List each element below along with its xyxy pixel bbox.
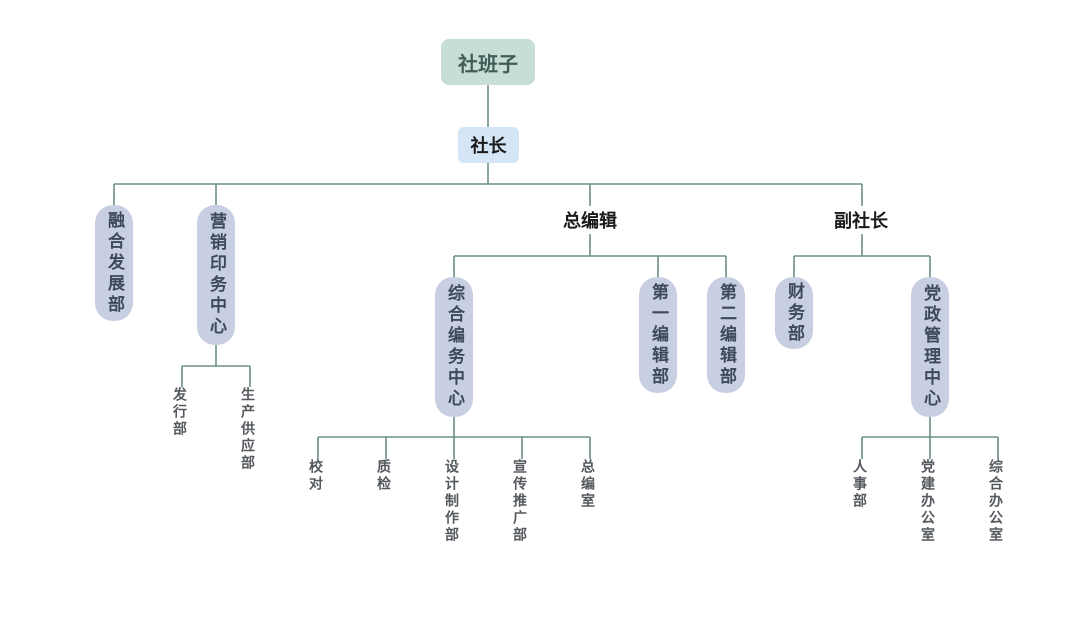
quality-inspection-dept: 质检 [375,459,391,493]
party-building-office: 党建办公室 [919,459,935,544]
distribution-dept: 发行部 [171,387,187,438]
first-editorial-dept: 第一编辑部 [639,277,677,393]
chief-editor-office: 总编室 [579,459,595,510]
general-admin-office: 综合办公室 [987,459,1003,544]
general-editorial-center: 综合编务中心 [435,277,473,417]
party-admin-center: 党政管理中心 [911,277,949,417]
proofreading-dept: 校对 [307,459,323,493]
marketing-printing-center: 营销印务中心 [197,205,235,345]
root-node: 社班子 [441,39,535,85]
fusion-development-dept: 融合发展部 [95,205,133,321]
design-production-dept: 设计制作部 [443,459,459,544]
production-supply-dept: 生产供应部 [239,387,255,472]
publicity-promotion-dept: 宣传推广部 [511,459,527,544]
hr-dept: 人事部 [851,459,867,510]
deputy-director-node: 副社长 [834,211,888,232]
chief-editor-node: 总编辑 [563,211,617,232]
finance-dept: 财务部 [775,277,813,349]
president-node: 社长 [458,127,519,163]
second-editorial-dept: 第二编辑部 [707,277,745,393]
